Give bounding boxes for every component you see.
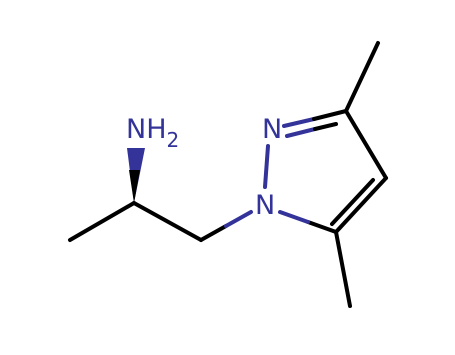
- bond-c5-n1-a: [306, 220, 338, 234]
- bond-c4-c5: [334, 176, 388, 234]
- atom-label-n1: N: [255, 190, 275, 221]
- bond-n2-c3-inner-a: [285, 127, 317, 138]
- bond-c3-methyl: [344, 41, 380, 113]
- bond-n1-n2: [263, 144, 270, 189]
- bond-ch2-n1-a: [199, 224, 228, 242]
- bond-n2-c3-inner-b: [313, 122, 338, 131]
- bonds: [68, 41, 388, 308]
- bond-c3-c4: [344, 109, 388, 180]
- atom-label-amine: NH2: [126, 114, 179, 152]
- bond-n2-c3-a: [282, 117, 316, 128]
- bond-chiral-ch2: [132, 201, 203, 242]
- bond-methyl-chiral: [68, 201, 136, 242]
- amine-subscript: 2: [167, 128, 180, 152]
- bond-c5-methyl: [334, 230, 352, 308]
- bond-ch2-n1-b: [224, 210, 253, 228]
- bond-c5-n1-b: [278, 210, 310, 224]
- wedge-bond-amine-base: [129, 170, 140, 203]
- atom-label-n2: N: [262, 114, 282, 145]
- bond-c4-c5-inner: [330, 178, 375, 226]
- bond-n2-c3-b: [312, 109, 348, 121]
